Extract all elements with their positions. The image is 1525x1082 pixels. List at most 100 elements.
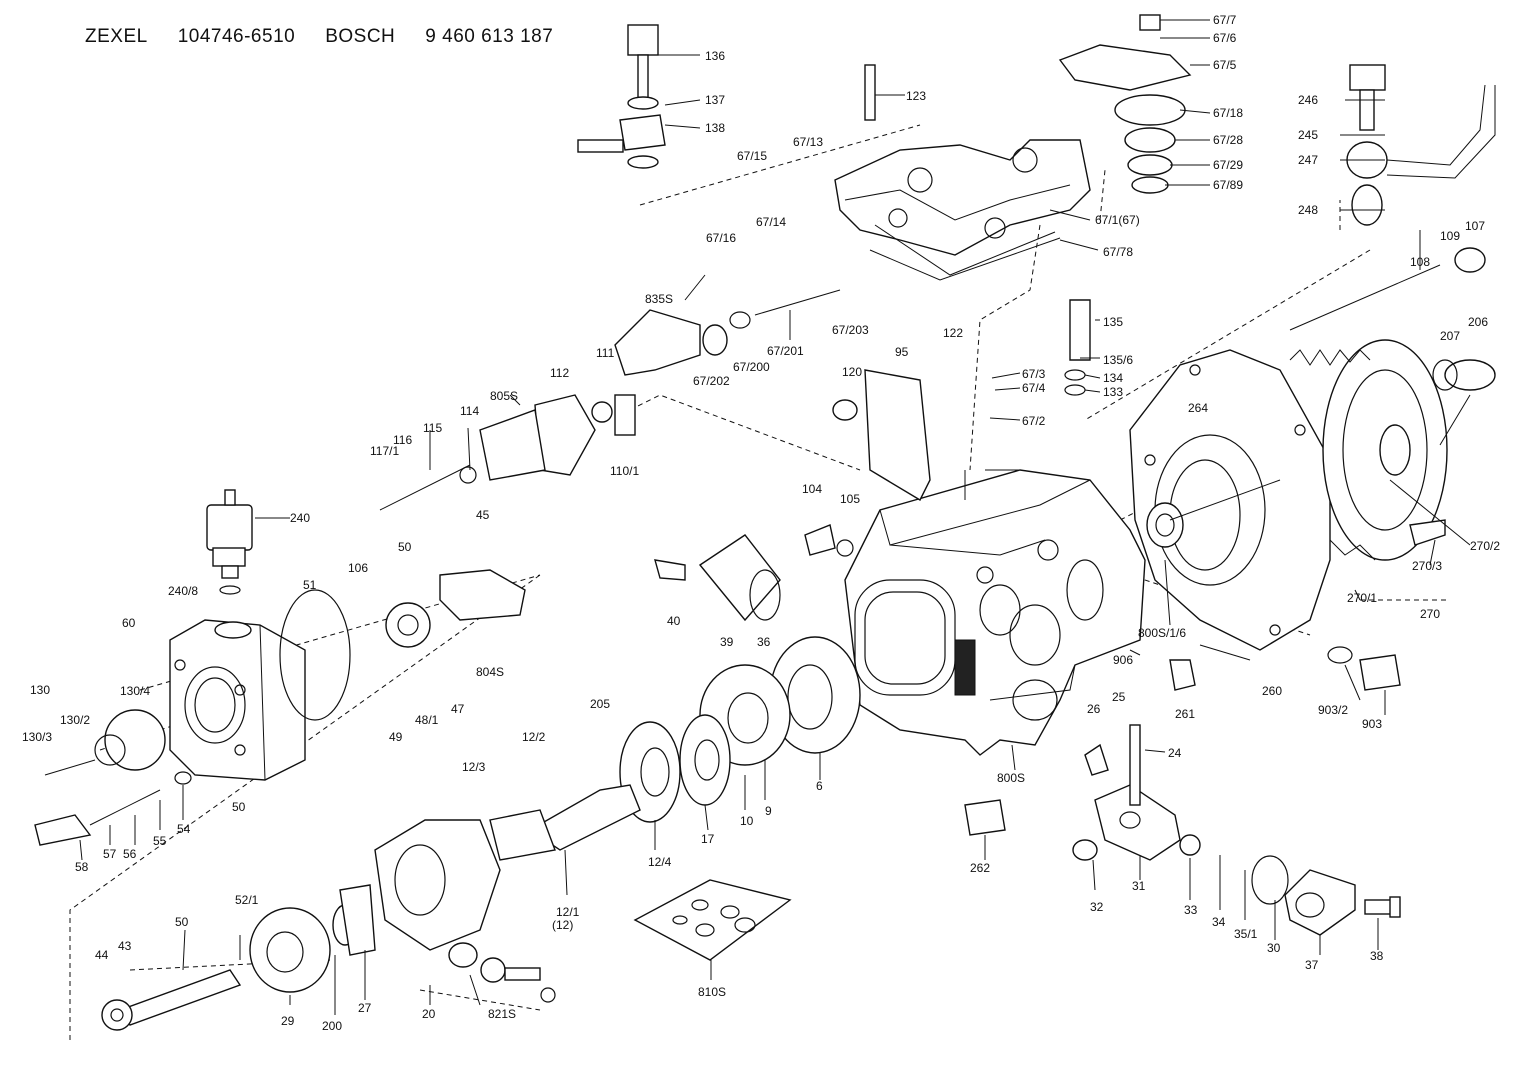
- cam-drive-assembly: [101, 636, 861, 1031]
- label-134: 134: [1103, 371, 1123, 385]
- label-67-2: 67/2: [1022, 414, 1046, 428]
- label-130-2: 130/2: [60, 713, 90, 727]
- label-30: 30: [1267, 941, 1281, 955]
- label-804S: 804S: [476, 665, 504, 679]
- label-114: 114: [460, 404, 479, 418]
- label-115: 115: [423, 421, 442, 435]
- label-112: 112: [550, 366, 569, 380]
- label-67-4: 67/4: [1022, 381, 1046, 395]
- label-67-5: 67/5: [1213, 58, 1237, 72]
- label-123: 123: [906, 89, 926, 103]
- label-130-4: 130/4: [120, 684, 150, 698]
- part-labels: 136 137 138 123 67/13 67/15 67/14 67/16 …: [22, 13, 1500, 1033]
- label-60: 60: [122, 616, 136, 630]
- label-207: 207: [1440, 329, 1460, 343]
- drive-gear: [1289, 339, 1448, 561]
- gasket-kit: [633, 879, 792, 961]
- label-821S: 821S: [488, 1007, 516, 1021]
- label-17: 17: [701, 832, 715, 846]
- solenoid-valve: [206, 489, 253, 595]
- label-67-203: 67/203: [832, 323, 869, 337]
- label-43: 43: [118, 939, 132, 953]
- label-67-1: 67/1(67): [1095, 213, 1140, 227]
- label-51: 51: [303, 578, 317, 592]
- label-45: 45: [476, 508, 490, 522]
- label-264: 264: [1188, 401, 1208, 415]
- label-903-2: 903/2: [1318, 703, 1348, 717]
- label-67-15: 67/15: [737, 149, 767, 163]
- label-47: 47: [451, 702, 465, 716]
- label-12-1: 12/1: [556, 905, 580, 919]
- label-105: 105: [840, 492, 860, 506]
- governor-cover: [834, 139, 1091, 281]
- label-20: 20: [422, 1007, 436, 1021]
- label-67-78: 67/78: [1103, 245, 1133, 259]
- label-67-16: 67/16: [706, 231, 736, 245]
- label-48-1: 48/1: [415, 713, 439, 727]
- label-270-2: 270/2: [1470, 539, 1500, 553]
- label-835S: 835S: [645, 292, 673, 306]
- label-37: 37: [1305, 958, 1319, 972]
- label-135: 135: [1103, 315, 1123, 329]
- label-52-1: 52/1: [235, 893, 259, 907]
- label-54: 54: [177, 822, 191, 836]
- pump-housing: [844, 469, 1146, 756]
- label-12-4: 12/4: [648, 855, 672, 869]
- stop-lever-assembly: [1072, 724, 1401, 936]
- label-138: 138: [705, 121, 725, 135]
- label-67-201: 67/201: [767, 344, 804, 358]
- label-810S: 810S: [698, 985, 726, 999]
- label-107: 107: [1465, 219, 1485, 233]
- label-32: 32: [1090, 900, 1104, 914]
- label-137: 137: [705, 93, 725, 107]
- label-133: 133: [1103, 385, 1123, 399]
- label-262: 262: [970, 861, 990, 875]
- label-270-3: 270/3: [1412, 559, 1442, 573]
- part-number-zexel: 104746-6510: [177, 26, 296, 47]
- label-67-7: 67/7: [1213, 13, 1237, 27]
- label-67-89: 67/89: [1213, 178, 1243, 192]
- label-12-paren: (12): [552, 918, 573, 932]
- supply-pump-cover: [169, 589, 351, 781]
- label-27: 27: [358, 1001, 372, 1015]
- label-122: 122: [943, 326, 963, 340]
- label-805S: 805S: [490, 389, 518, 403]
- label-108: 108: [1410, 255, 1430, 269]
- label-117-1: 117/1: [370, 444, 399, 458]
- label-270-1: 270/1: [1347, 591, 1377, 605]
- label-106: 106: [348, 561, 368, 575]
- label-50-mid: 50: [232, 800, 246, 814]
- label-67-28: 67/28: [1213, 133, 1243, 147]
- label-56: 56: [123, 847, 137, 861]
- label-109: 109: [1440, 229, 1460, 243]
- label-67-6: 67/6: [1213, 31, 1237, 45]
- label-247: 247: [1298, 153, 1318, 167]
- label-10: 10: [740, 814, 754, 828]
- label-111: 111: [596, 346, 615, 360]
- label-240: 240: [290, 511, 310, 525]
- label-57: 57: [103, 847, 117, 861]
- label-24: 24: [1168, 746, 1182, 760]
- label-38: 38: [1370, 949, 1384, 963]
- label-36: 36: [757, 635, 771, 649]
- label-800S: 800S: [997, 771, 1025, 785]
- label-49: 49: [389, 730, 403, 744]
- brand-bosch: BOSCH: [325, 26, 396, 47]
- label-246: 246: [1298, 93, 1318, 107]
- label-26: 26: [1087, 702, 1101, 716]
- label-67-200: 67/200: [733, 360, 770, 374]
- label-206: 206: [1468, 315, 1488, 329]
- label-34: 34: [1212, 915, 1226, 929]
- label-240-8: 240/8: [168, 584, 198, 598]
- label-130: 130: [30, 683, 50, 697]
- label-50-top: 50: [398, 540, 412, 554]
- label-40: 40: [667, 614, 681, 628]
- label-12-3: 12/3: [462, 760, 486, 774]
- label-9: 9: [765, 804, 772, 818]
- label-31: 31: [1132, 879, 1146, 893]
- label-104: 104: [802, 482, 822, 496]
- label-200: 200: [322, 1019, 342, 1033]
- label-58: 58: [75, 860, 89, 874]
